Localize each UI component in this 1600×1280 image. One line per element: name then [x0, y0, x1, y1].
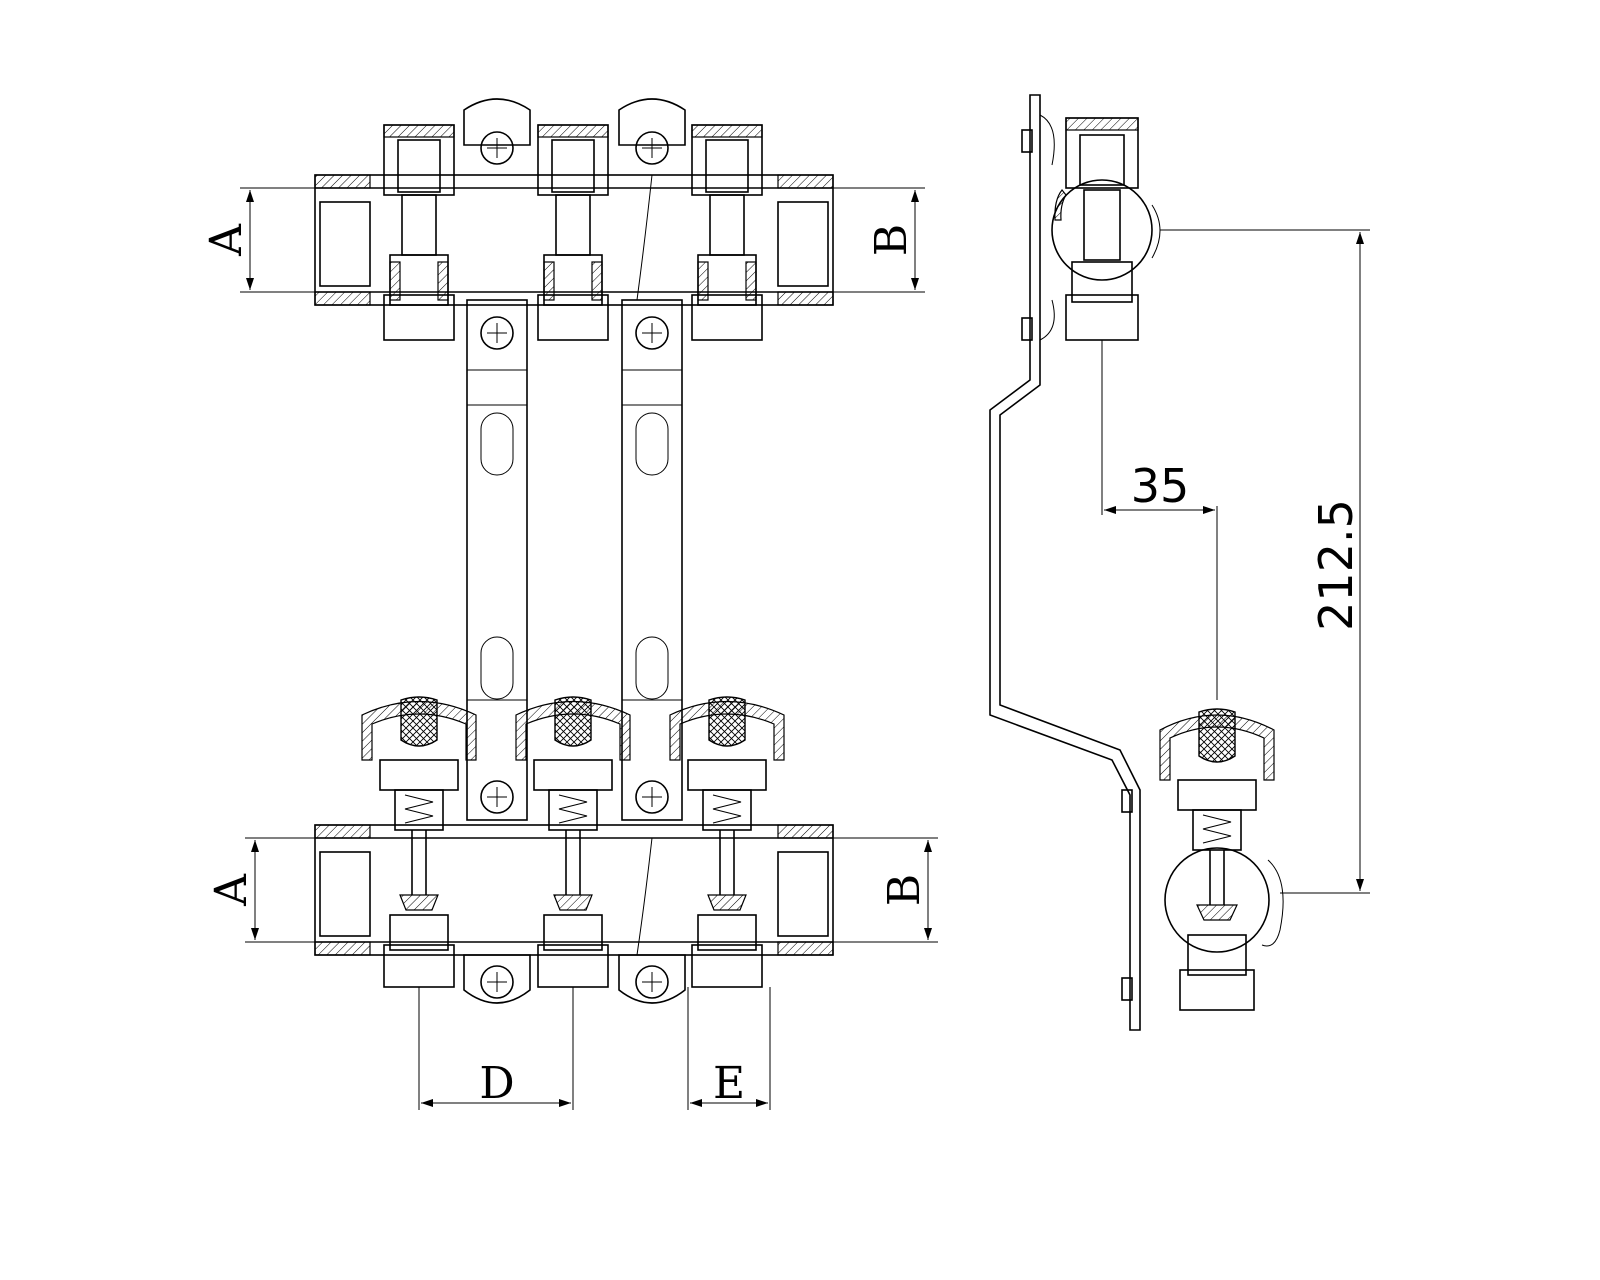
top-outlet-2 [537, 124, 609, 341]
label-a-top: A [201, 223, 252, 257]
dimension-212-5-value: 212.5 [1309, 499, 1363, 631]
top-outlet-1 [383, 124, 455, 341]
label-b-bottom: B [879, 874, 930, 906]
dimension-35: 35 [1101, 340, 1218, 700]
valve-cap-1 [361, 696, 477, 988]
side-top-fitting [1051, 117, 1161, 341]
dimension-b-top: B [833, 187, 925, 293]
dimension-35-value: 35 [1131, 459, 1190, 513]
bottom-valves [361, 696, 785, 988]
dimension-a-top: A [201, 187, 315, 293]
dimension-e: E [687, 987, 771, 1110]
side-bottom-valve [1159, 708, 1284, 1011]
front-view: A B A B D [201, 98, 938, 1110]
valve-cap-2 [515, 696, 631, 988]
label-b-top: B [866, 224, 917, 256]
label-e: E [713, 1058, 745, 1109]
label-d: D [479, 1058, 514, 1109]
top-manifold-bar [314, 174, 834, 350]
mounting-bracket-left [463, 98, 531, 1004]
valve-cap-3 [669, 696, 785, 988]
dimension-b-bottom: B [833, 837, 938, 943]
side-bracket [989, 94, 1141, 1031]
top-outlet-3 [691, 124, 763, 341]
top-outlets [383, 124, 763, 341]
dimension-d: D [418, 987, 574, 1110]
mounting-bracket-right [618, 98, 686, 1004]
dimension-212-5: 212.5 [1160, 229, 1370, 894]
side-view: 35 212.5 [989, 94, 1370, 1031]
label-a-bottom: A [206, 873, 257, 907]
dimension-a-bottom: A [206, 837, 315, 943]
bottom-manifold-bar [314, 780, 834, 956]
